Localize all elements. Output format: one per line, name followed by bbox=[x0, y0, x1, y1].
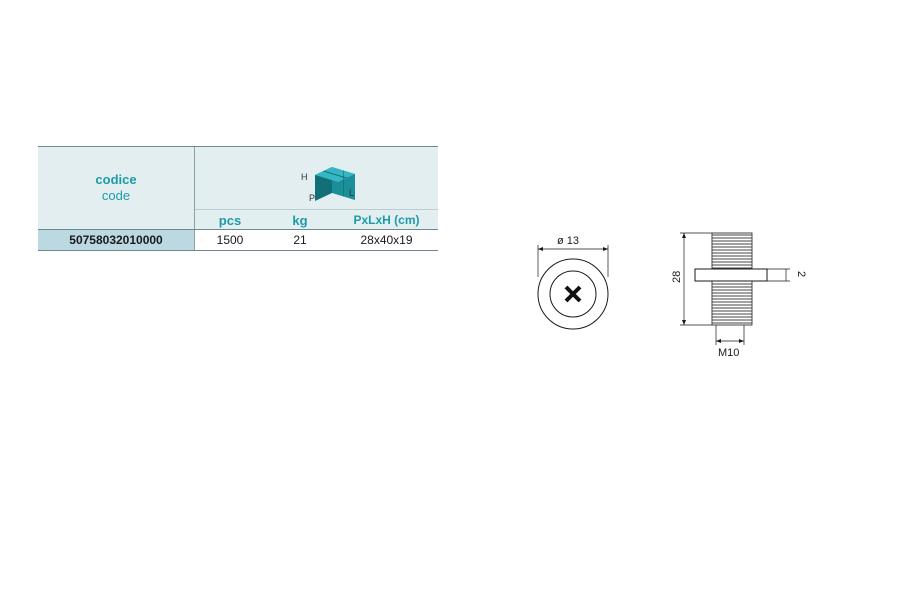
packaging-table: codice code H P L pcs kg PxLxH (cm) 5075… bbox=[38, 146, 438, 251]
diameter-label: ø 13 bbox=[557, 235, 579, 247]
box-label-h: H bbox=[301, 172, 308, 182]
height-label: 28 bbox=[671, 271, 683, 283]
thread-label: M10 bbox=[718, 347, 739, 359]
table-row: 50758032010000 1500 21 28x40x19 bbox=[38, 229, 438, 251]
col-dims: PxLxH (cm) bbox=[353, 213, 420, 227]
side-view: 28 2 M10 bbox=[671, 232, 807, 359]
product-code: 50758032010000 bbox=[38, 230, 195, 250]
col-kg: kg bbox=[292, 212, 308, 228]
column-headers: pcs kg PxLxH (cm) bbox=[195, 209, 438, 230]
code-header-it: codice bbox=[95, 172, 137, 187]
box-label-l: L bbox=[349, 188, 354, 198]
kg-value: 21 bbox=[293, 233, 307, 247]
drawing-canvas: ø 13 28 2 M10 bbox=[537, 232, 807, 359]
package-box-icon: H P L bbox=[301, 167, 355, 203]
flange-label: 2 bbox=[795, 271, 807, 277]
box-label-p: P bbox=[309, 193, 315, 203]
cross-icon bbox=[564, 285, 582, 303]
top-view: ø 13 bbox=[537, 235, 609, 330]
code-header-cell: codice code bbox=[38, 147, 195, 229]
pcs-value: 1500 bbox=[216, 233, 244, 247]
col-pcs: pcs bbox=[218, 212, 242, 228]
technical-drawing: ø 13 28 2 M10 bbox=[500, 215, 820, 370]
table-header: codice code H P L pcs kg PxLxH (cm) bbox=[38, 146, 438, 229]
code-header-en: code bbox=[101, 188, 131, 203]
box-icon-area: H P L bbox=[195, 147, 438, 209]
dims-value: 28x40x19 bbox=[360, 233, 413, 247]
